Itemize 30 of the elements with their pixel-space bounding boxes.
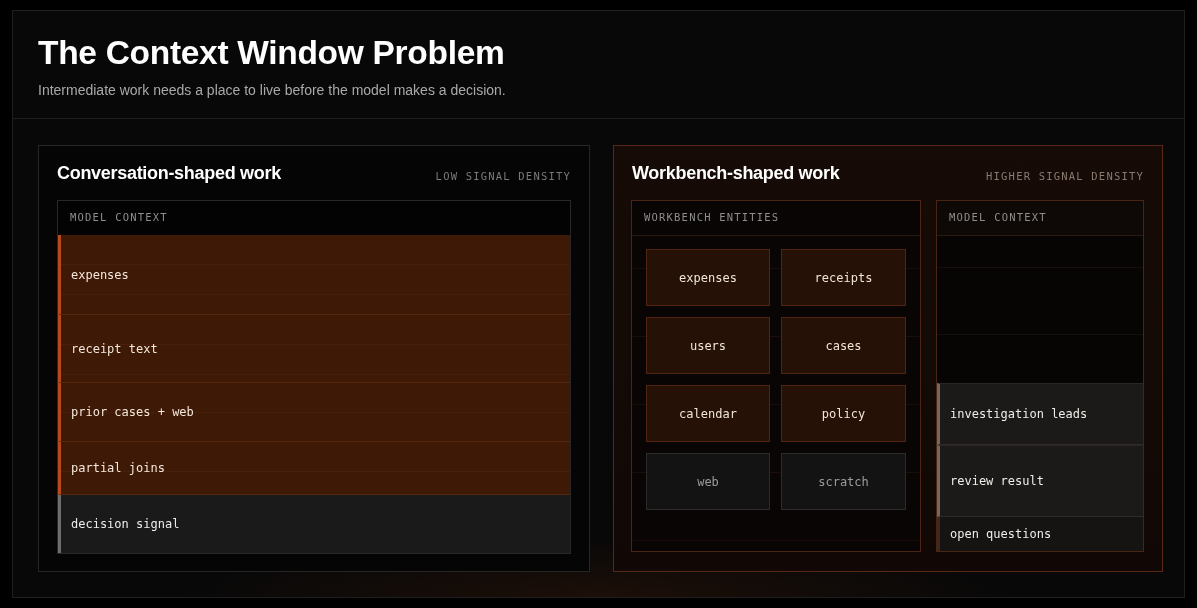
context-row: review result bbox=[937, 445, 1143, 517]
density-tag: HIGHER SIGNAL DENSITY bbox=[986, 169, 1144, 183]
context-row: investigation leads bbox=[937, 383, 1143, 445]
entity-tile: users bbox=[646, 317, 770, 374]
entity-tile: scratch bbox=[781, 453, 906, 510]
entity-tile: policy bbox=[781, 385, 906, 442]
comparison-panel bbox=[613, 145, 1163, 572]
section-heading: MODEL CONTEXT bbox=[949, 210, 1047, 224]
comparison-panel bbox=[38, 145, 590, 572]
diagram-subtitle: Intermediate work needs a place to live before the model makes a decision. bbox=[38, 81, 506, 100]
context-row: expenses bbox=[58, 235, 570, 315]
section-heading: MODEL CONTEXT bbox=[70, 210, 168, 224]
entity-store-box bbox=[631, 200, 921, 552]
diagram-title: The Context Window Problem bbox=[38, 33, 505, 73]
context-window-box bbox=[57, 200, 571, 554]
entity-tile: web bbox=[646, 453, 770, 510]
entity-tile: expenses bbox=[646, 249, 770, 306]
context-row: decision signal bbox=[58, 495, 570, 553]
entity-tile: receipts bbox=[781, 249, 906, 306]
context-row: open questions bbox=[937, 517, 1143, 551]
panel-title: Workbench-shaped work bbox=[632, 162, 840, 185]
context-window-box bbox=[936, 200, 1144, 552]
density-tag: LOW SIGNAL DENSITY bbox=[435, 169, 571, 183]
entity-tile: cases bbox=[781, 317, 906, 374]
context-row: prior cases + web bbox=[58, 383, 570, 442]
entity-tile: calendar bbox=[646, 385, 770, 442]
context-row: partial joins bbox=[58, 442, 570, 495]
context-row: receipt text bbox=[58, 315, 570, 383]
section-heading: WORKBENCH ENTITIES bbox=[644, 210, 780, 224]
panel-title: Conversation-shaped work bbox=[57, 162, 281, 185]
